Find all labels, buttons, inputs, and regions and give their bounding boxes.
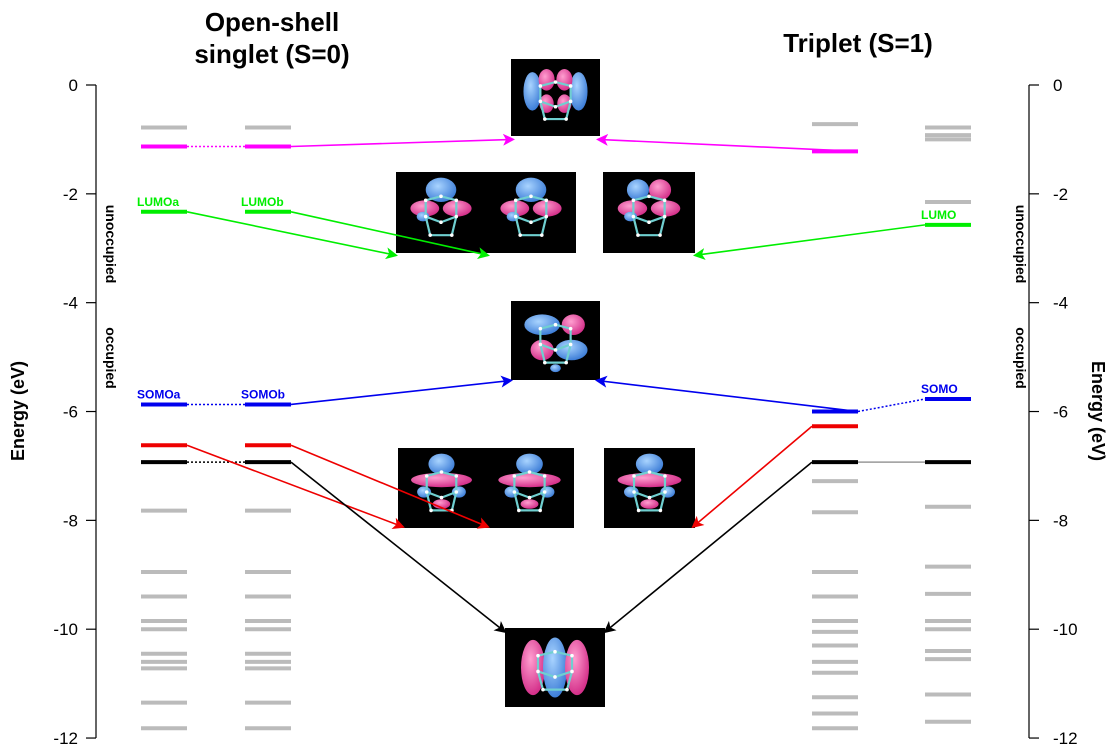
orbital-image-green-1 bbox=[396, 172, 486, 253]
arrow-red bbox=[290, 444, 490, 529]
right-region-occupied: occupied bbox=[1013, 327, 1029, 388]
left-tick-label: 0 bbox=[69, 76, 78, 95]
left-tick-label: -8 bbox=[63, 511, 78, 530]
right-tick-label: -6 bbox=[1053, 403, 1068, 422]
arrow-blue bbox=[595, 375, 859, 413]
level-label-lumob: LUMOb bbox=[241, 195, 284, 209]
arrow-green bbox=[290, 211, 490, 260]
orbital-image-green-3 bbox=[603, 172, 695, 253]
level-label-somo: SOMO bbox=[921, 382, 958, 396]
right-tick-label: -10 bbox=[1053, 620, 1078, 639]
right-tick-label: -8 bbox=[1053, 511, 1068, 530]
left-tick-label: -12 bbox=[53, 729, 78, 748]
level-label-somoa: SOMOa bbox=[137, 387, 181, 401]
arrow-magenta bbox=[290, 133, 515, 148]
level-label-lumo: LUMO bbox=[921, 208, 956, 222]
title-singlet: Open-shell singlet (S=0) bbox=[194, 7, 350, 69]
right-tick-label: -12 bbox=[1053, 729, 1078, 748]
left-tick-label: -4 bbox=[63, 294, 78, 313]
left-tick-label: -10 bbox=[53, 620, 78, 639]
left-tick-label: -2 bbox=[63, 185, 78, 204]
right-tick-label: -4 bbox=[1053, 294, 1068, 313]
right-region-unoccupied: unoccupied bbox=[1013, 205, 1029, 284]
orbital-image-red-1 bbox=[398, 448, 485, 528]
arrow-green bbox=[186, 211, 398, 260]
orbital-image-black bbox=[505, 628, 605, 707]
orbital-image-magenta bbox=[511, 59, 600, 136]
right-tick-label: 0 bbox=[1053, 76, 1062, 95]
left-region-unoccupied: unoccupied bbox=[103, 205, 119, 284]
orbital-image-green-2 bbox=[486, 172, 576, 253]
right-tick-label: -2 bbox=[1053, 185, 1068, 204]
orbital-image-blue bbox=[511, 301, 600, 380]
right-axis-label: Energy (eV) bbox=[1088, 361, 1108, 461]
level-label-somob: SOMOb bbox=[241, 387, 285, 401]
arrow-red bbox=[186, 444, 405, 529]
dotted-connector-blue bbox=[857, 398, 926, 413]
orbital-image-red-2 bbox=[485, 448, 574, 528]
title-triplet: Triplet (S=1) bbox=[783, 28, 933, 58]
orbital-image-red-3 bbox=[604, 448, 695, 528]
arrow-black bbox=[290, 461, 507, 634]
arrow-red bbox=[691, 425, 813, 529]
arrow-magenta bbox=[596, 133, 859, 153]
level-label-lumoa: LUMOa bbox=[137, 195, 179, 209]
left-tick-label: -6 bbox=[63, 403, 78, 422]
left-region-occupied: occupied bbox=[103, 327, 119, 388]
left-axis-label: Energy (eV) bbox=[8, 361, 28, 461]
arrow-blue bbox=[290, 375, 513, 406]
arrow-black bbox=[603, 461, 813, 634]
arrow-green bbox=[693, 224, 926, 260]
